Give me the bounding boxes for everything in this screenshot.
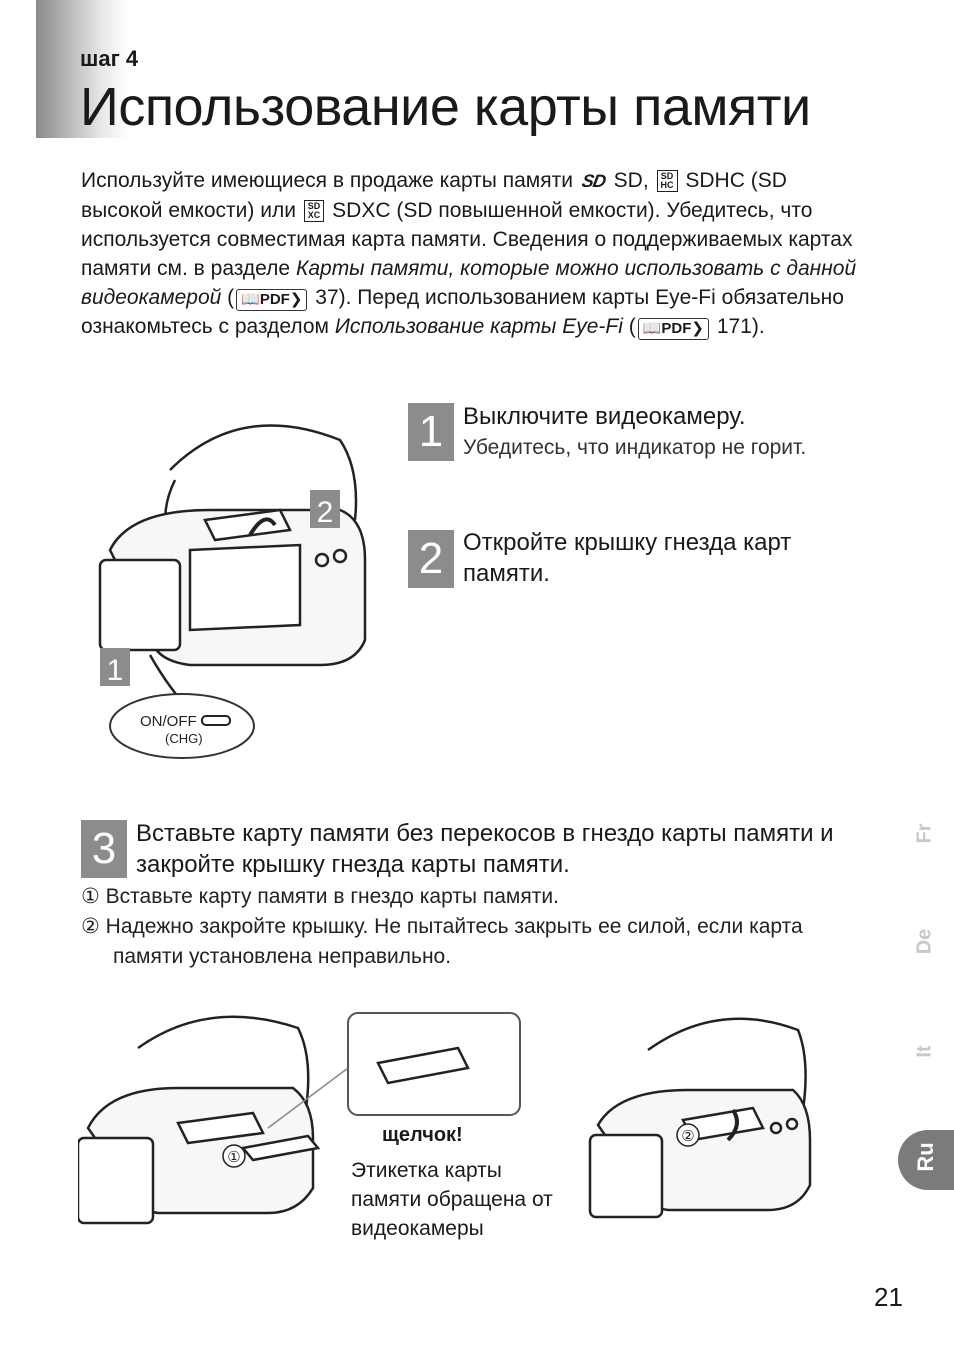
- card-label-caption: Этикетка карты памяти обращена от видеок…: [351, 1159, 553, 1240]
- step-1-title: Выключите видеокамеру.: [463, 403, 746, 430]
- step-3-list: ① Вставьте карту памяти в гнездо карты п…: [81, 882, 841, 972]
- tab-it[interactable]: It: [913, 1045, 936, 1058]
- step-number-1: 1: [408, 403, 454, 461]
- intro-sdxc-label: SDXC (SD повышенной емкости). Убедитесь,…: [81, 199, 853, 280]
- page-number: 21: [874, 1282, 903, 1312]
- camcorder-figure-insert: ①: [78, 1012, 521, 1225]
- list-item: ① Вставьте карту памяти в гнездо карты п…: [81, 885, 559, 908]
- click-label: щелчок!: [382, 1124, 463, 1146]
- tab-fr[interactable]: Fr: [913, 823, 936, 844]
- ref1-title: Карты памяти, которые можно использовать…: [81, 257, 857, 309]
- step-label: шаг 4: [80, 46, 139, 71]
- switch-bubble: [109, 693, 255, 759]
- step-3-title: Вставьте карту памяти без перекосов в гн…: [136, 820, 834, 878]
- close-mark-2: ②: [681, 1128, 694, 1145]
- sd-logo-icon: SD: [580, 171, 607, 191]
- tab-ru[interactable]: Ru: [913, 1142, 938, 1172]
- pdf-link-icon[interactable]: 📖PDF❯: [236, 289, 308, 311]
- tab-ru-background: [898, 1130, 954, 1190]
- page-title: Использование карты памяти: [80, 77, 811, 137]
- hand-strap-outline: [169, 424, 358, 521]
- ref2-page: 171).: [716, 315, 765, 338]
- power-switch-icon: [201, 715, 231, 726]
- step-number-3: 3: [81, 820, 127, 878]
- callout-1: 1: [107, 654, 124, 687]
- switch-sub-label: (CHG): [165, 731, 203, 746]
- header-decor-bar: [36, 0, 128, 138]
- lens-block: [98, 558, 182, 652]
- camcorder-figure-close: ②: [588, 1017, 812, 1219]
- pdf-link-icon[interactable]: 📖PDF❯: [637, 318, 709, 340]
- memory-card-shape: [240, 1134, 321, 1162]
- switch-label: ON/OFF: [140, 713, 197, 730]
- camcorder-figure-1: 2 1 ON/OFF (CHG): [98, 424, 367, 759]
- ref1-page: 37). Перед использованием карты Eye-Fi о…: [81, 286, 844, 338]
- intro-sd-label: SD,: [613, 169, 649, 192]
- open-arrow-icon: [248, 517, 277, 537]
- intro-sdhc-label: SDHC (SD высокой емкости) или: [81, 169, 787, 222]
- close-arrow-icon: [726, 1108, 739, 1142]
- callout-box-2: [310, 490, 340, 528]
- card-slot-cover: [203, 508, 292, 542]
- insert-mark-1: ①: [227, 1149, 240, 1166]
- lcd-panel: [188, 543, 302, 632]
- callout-2: 2: [317, 496, 334, 529]
- step-number-2: 2: [408, 530, 454, 588]
- intro-paragraph: Используйте имеющиеся в продаже карты па…: [81, 169, 857, 340]
- ref2-title: Использование карты Eye-Fi: [334, 315, 623, 338]
- step-1-sub: Убедитесь, что индикатор не горит.: [463, 436, 807, 459]
- step-2-title: Откройте крышку гнезда карт памяти.: [463, 529, 792, 587]
- list-item: ② Надежно закройте крышку. Не пытайтесь …: [81, 915, 803, 968]
- callout-box-1: [100, 648, 130, 686]
- intro-text-1: Используйте имеющиеся в продаже карты па…: [81, 169, 573, 192]
- zoom-inset: [347, 1012, 521, 1116]
- tab-de[interactable]: De: [913, 928, 936, 955]
